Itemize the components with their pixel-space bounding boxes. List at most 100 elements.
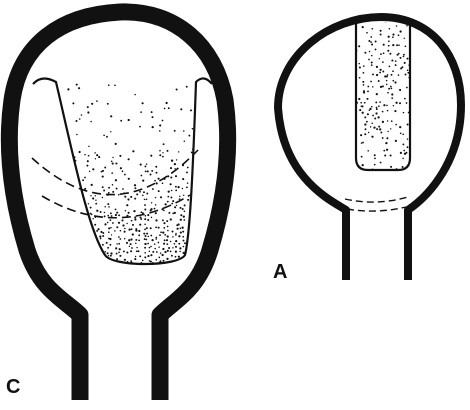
stipple-dot bbox=[105, 251, 106, 252]
stipple-dot bbox=[75, 215, 77, 217]
stipple-dot bbox=[171, 203, 173, 205]
stipple-dot bbox=[376, 128, 378, 130]
stipple-dot bbox=[394, 81, 396, 83]
stipple-dot bbox=[371, 64, 373, 66]
stipple-dot bbox=[184, 210, 186, 212]
stipple-dot bbox=[371, 43, 373, 45]
stipple-dot bbox=[128, 178, 130, 180]
stipple-dot bbox=[111, 215, 113, 217]
stipple-dot bbox=[115, 247, 117, 249]
stipple-dot bbox=[186, 86, 188, 88]
stipple-dot bbox=[144, 243, 146, 245]
stipple-dot bbox=[187, 258, 189, 260]
stipple-dot bbox=[380, 86, 382, 88]
stipple-dot bbox=[158, 242, 160, 244]
stipple-dot bbox=[59, 127, 61, 129]
stipple-dot bbox=[402, 143, 404, 145]
stipple-dot bbox=[88, 146, 89, 147]
stipple-dot bbox=[109, 244, 111, 246]
stipple-dot bbox=[160, 231, 162, 233]
stipple-dot bbox=[182, 231, 184, 233]
stipple-dot bbox=[187, 167, 189, 169]
stipple-dot bbox=[79, 151, 81, 153]
stipple-dot bbox=[196, 224, 197, 225]
stipple-dot bbox=[377, 116, 379, 118]
stipple-dot bbox=[55, 187, 57, 189]
stipple-dot bbox=[126, 204, 128, 206]
stipple-dot bbox=[376, 107, 378, 109]
stipple-dot bbox=[376, 108, 378, 110]
stipple-dot bbox=[79, 228, 81, 230]
stipple-dot bbox=[370, 36, 372, 38]
stipple-dot bbox=[107, 203, 109, 205]
stipple-dot bbox=[106, 242, 108, 244]
stipple-dot bbox=[109, 238, 111, 240]
stipple-dot bbox=[139, 126, 141, 128]
stipple-dot bbox=[191, 259, 193, 261]
stipple-dot bbox=[388, 40, 390, 42]
stipple-dot bbox=[168, 107, 170, 109]
stipple-dot bbox=[128, 212, 130, 214]
stipple-dot bbox=[139, 191, 141, 193]
stipple-dot bbox=[379, 72, 381, 74]
stipple-dot bbox=[73, 248, 75, 250]
stipple-dot bbox=[69, 159, 70, 160]
stipple-dot bbox=[64, 154, 66, 156]
stipple-dot bbox=[132, 224, 134, 226]
stipple-dot bbox=[380, 30, 382, 32]
stipple-dot bbox=[362, 164, 364, 166]
stipple-dot bbox=[191, 243, 193, 245]
stipple-dot bbox=[371, 123, 373, 125]
stipple-dot bbox=[91, 103, 93, 105]
stipple-dot bbox=[195, 239, 197, 241]
stipple-dot bbox=[59, 209, 61, 211]
stipple-dot bbox=[364, 102, 366, 104]
stipple-dot bbox=[376, 66, 378, 68]
stipple-dot bbox=[155, 197, 156, 198]
stipple-dot bbox=[174, 206, 176, 208]
stipple-dot bbox=[175, 250, 177, 252]
stipple-dot bbox=[67, 88, 69, 90]
stipple-dot bbox=[124, 231, 126, 233]
stipple-dot bbox=[88, 155, 90, 157]
stipple-dot bbox=[375, 48, 377, 50]
stipple-dot bbox=[162, 182, 164, 184]
stipple-dot bbox=[107, 103, 109, 105]
stipple-dot bbox=[374, 164, 376, 166]
stipple-dot bbox=[144, 165, 146, 167]
stipple-dot bbox=[102, 244, 104, 246]
stipple-dot bbox=[96, 100, 98, 102]
stipple-dot bbox=[170, 251, 172, 253]
stipple-dot bbox=[163, 222, 165, 224]
stipple-dot bbox=[82, 179, 84, 181]
stipple-dot bbox=[147, 219, 149, 221]
stipple-dot bbox=[88, 247, 90, 249]
stipple-dot bbox=[172, 236, 174, 238]
stipple-dot bbox=[94, 152, 96, 154]
stipple-dot bbox=[372, 86, 373, 87]
stipple-dot bbox=[159, 234, 161, 236]
stipple-dot bbox=[119, 255, 121, 257]
stipple-dot bbox=[400, 152, 402, 154]
stipple-dot bbox=[155, 166, 157, 168]
stipple-dot bbox=[182, 178, 184, 180]
stipple-dot bbox=[60, 228, 62, 230]
stipple-dot bbox=[183, 130, 185, 132]
stipple-dot bbox=[84, 188, 86, 190]
stipple-dot bbox=[354, 166, 356, 168]
stipple-dot bbox=[181, 227, 183, 229]
stipple-dot bbox=[69, 220, 71, 222]
stipple-dot bbox=[71, 200, 72, 201]
stipple-dot bbox=[55, 208, 57, 210]
stipple-dot bbox=[151, 239, 153, 241]
stipple-dot bbox=[162, 248, 164, 250]
stipple-dot bbox=[95, 203, 97, 205]
stipple-dot bbox=[392, 36, 394, 38]
stipple-dot bbox=[179, 207, 181, 209]
panel-a-stipple bbox=[354, 20, 411, 172]
stipple-dot bbox=[55, 198, 57, 200]
stipple-dot bbox=[367, 113, 369, 115]
stipple-dot bbox=[72, 251, 74, 253]
stipple-dot bbox=[380, 53, 382, 55]
stipple-dot bbox=[152, 188, 154, 190]
